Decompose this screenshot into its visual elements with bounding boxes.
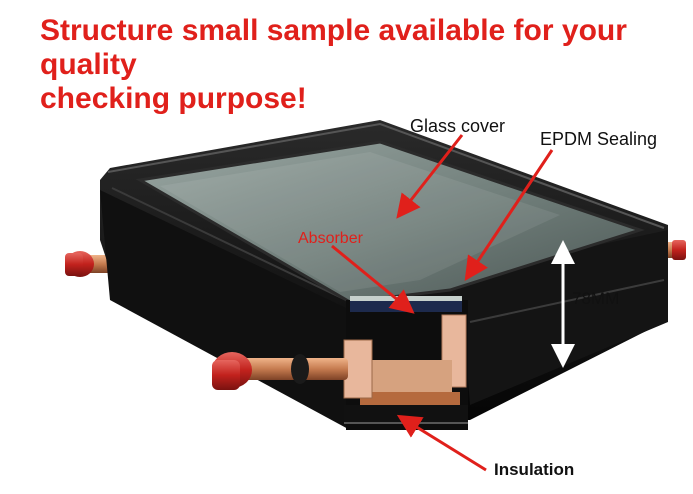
- arrow-epdm-sealing: [464, 149, 554, 281]
- arrow-glass-cover: [396, 134, 464, 219]
- cross-section: [343, 296, 468, 430]
- glass-cover: [135, 140, 645, 304]
- glass-cover-label: Glass cover: [410, 116, 506, 136]
- headline: Structure small sample available for you…: [40, 14, 680, 116]
- absorber-label: Absorber: [298, 230, 363, 247]
- height-label: 78MM: [572, 289, 620, 308]
- headline-line-2: checking purpose!: [40, 82, 307, 115]
- arrow-insulation: [396, 414, 487, 472]
- pipe-front-left: [212, 352, 348, 390]
- epdm-sealing-label: EPDM Sealing: [540, 129, 658, 149]
- headline-line-1: Structure small sample available for you…: [40, 14, 627, 81]
- arrow-absorber: [331, 244, 415, 314]
- insulation-label: Insulation: [494, 460, 575, 479]
